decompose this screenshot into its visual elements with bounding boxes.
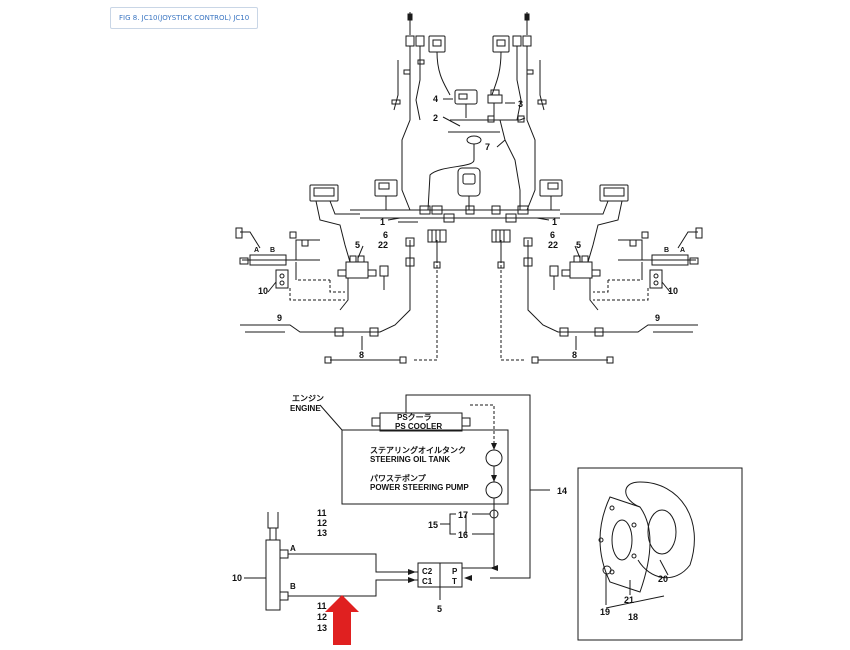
callout-left-22: 22 [378, 240, 388, 250]
callout-valve-5: 5 [437, 604, 442, 614]
steering-oil-tank-label: STEERING OIL TANK [370, 455, 450, 464]
valve-port-c2: C2 [422, 567, 433, 576]
engine-label-jp: エンジン [292, 394, 324, 403]
callout-19: 19 [600, 607, 610, 617]
right-harness [491, 12, 703, 364]
callout-right-9: 9 [655, 313, 660, 323]
flow-arrows [408, 443, 498, 583]
cylinder-port-b: B [290, 582, 296, 591]
callout-hose-11-bottom: 11 [317, 601, 327, 611]
left-harness [235, 12, 560, 364]
left-port-a: A [254, 247, 259, 254]
power-steering-pump-label-jp: パワステポンプ [370, 473, 427, 483]
callout-right-6: 6 [550, 230, 555, 240]
right-port-a: A [680, 247, 685, 254]
callout-left-7: 7 [485, 142, 490, 152]
callout-right-22: 22 [548, 240, 558, 250]
right-port-b: B [664, 247, 669, 254]
callout-hose-12-bottom: 12 [317, 612, 327, 622]
callout-left-6: 6 [383, 230, 388, 240]
callout-hose-12-top: 12 [317, 518, 327, 528]
callout-left-2: 2 [433, 113, 438, 123]
callout-left-4: 4 [433, 94, 438, 104]
callout-left-3: 3 [518, 99, 523, 109]
callout-left-5: 5 [355, 240, 360, 250]
power-steering-pump-label: POWER STEERING PUMP [370, 483, 469, 492]
callout-right-8: 8 [572, 350, 577, 360]
callout-hose-13-bottom: 13 [317, 623, 327, 633]
callout-left-8: 8 [359, 350, 364, 360]
ps-cooler-label-jp: PSクーラ [397, 412, 432, 422]
callout-right-10: 10 [668, 286, 678, 296]
valve-port-c1: C1 [422, 577, 433, 586]
callout-hose-13-top: 13 [317, 528, 327, 538]
callout-16-17-top: 17 [458, 510, 468, 520]
callout-18: 18 [628, 612, 638, 622]
callout-cylinder-10: 10 [232, 573, 242, 583]
callout-15: 15 [428, 520, 438, 530]
callout-16: 16 [458, 530, 468, 540]
left-port-b: B [270, 247, 275, 254]
valve-port-p: P [452, 567, 458, 576]
callout-21: 21 [624, 595, 634, 605]
hydraulic-schematic [244, 394, 550, 611]
detail-inset [577, 467, 743, 641]
ps-cooler-label: PS COOLER [395, 422, 442, 431]
callout-14: 14 [557, 486, 567, 496]
figure-tag-button[interactable]: FIG 8. JC10(JOYSTICK CONTROL) JC10 [110, 7, 259, 29]
callout-20: 20 [658, 574, 668, 584]
callout-left-10: 10 [258, 286, 268, 296]
callout-right-1: 1 [552, 217, 557, 227]
callout-right-5: 5 [576, 240, 581, 250]
engine-label: ENGINE [290, 404, 321, 413]
valve-port-t: T [452, 577, 457, 586]
callout-hose-11-top: 11 [317, 508, 327, 518]
cylinder-port-a: A [290, 544, 296, 553]
callout-left-9: 9 [277, 313, 282, 323]
callout-left-1: 1 [380, 217, 385, 227]
direction-arrow [325, 595, 359, 645]
steering-oil-tank-label-jp: ステアリングオイルタンク [370, 445, 466, 455]
